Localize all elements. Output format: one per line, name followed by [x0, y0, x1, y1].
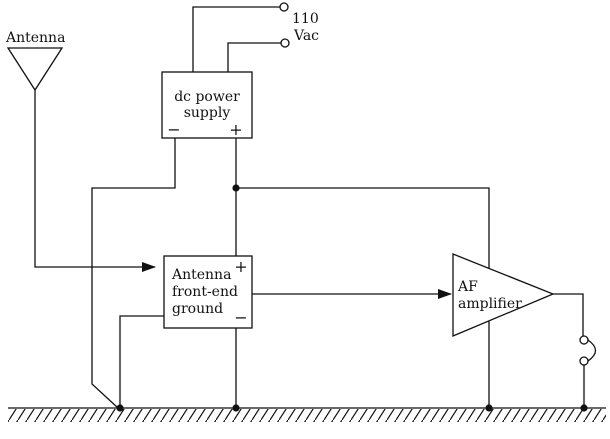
junction-dot-ground-3	[485, 404, 493, 412]
front-end-minus-sign: −	[234, 308, 247, 327]
junction-dot-ground-4	[580, 404, 588, 412]
positive-rail-to-amplifier	[236, 187, 490, 408]
ac-source-label-line2: Vac	[293, 28, 319, 44]
junction-dot-positive-rail	[232, 184, 240, 192]
front-end-ground-wire	[119, 315, 164, 408]
amplifier-output-wire	[553, 293, 584, 336]
junction-dots	[116, 184, 588, 412]
power-supply-plus-sign: +	[229, 120, 242, 139]
front-end-label-line3: ground	[172, 301, 223, 317]
junction-dot-ground-1	[116, 404, 124, 412]
antenna-label: Antenna	[5, 30, 65, 46]
junction-dot-ground-2	[232, 404, 240, 412]
front-end-label-line2: front-end	[172, 284, 238, 300]
ground-bus	[8, 407, 606, 422]
ac-terminal-bottom	[280, 38, 290, 48]
amplifier-label-line2: amplifier	[458, 296, 522, 312]
power-supply-minus-sign: −	[167, 120, 180, 139]
earphone-icon	[579, 335, 597, 366]
negative-supply-wire	[91, 138, 176, 409]
dc-power-supply: dc power supply − +	[161, 71, 253, 139]
ac-input: 110 Vac	[192, 2, 319, 72]
ac-terminal-top	[279, 2, 289, 12]
antenna-front-end: Antenna front-end ground + −	[163, 255, 253, 329]
amplifier-label-line1: AF	[457, 279, 478, 295]
front-end-plus-sign: +	[234, 257, 247, 276]
front-end-label-line1: Antenna	[171, 267, 231, 283]
power-supply-label-line2: supply	[184, 105, 231, 121]
antenna-symbol: Antenna	[5, 30, 156, 272]
ac-source-label-line1: 110	[292, 11, 319, 27]
af-amplifier: AF amplifier	[452, 253, 555, 337]
power-supply-label-line1: dc power	[174, 89, 240, 105]
